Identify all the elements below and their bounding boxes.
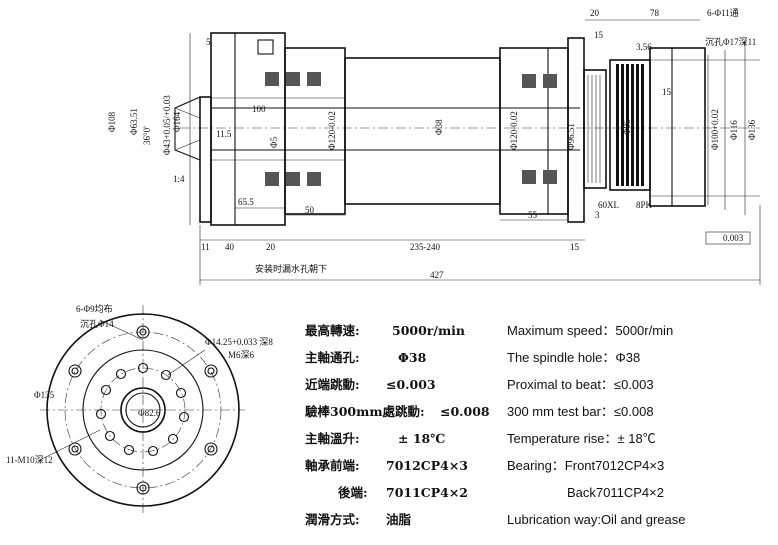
bore-circle (120, 387, 166, 433)
dim-bot-235: 235-240 (410, 242, 440, 252)
tolerance-value: 0.003 (723, 233, 744, 243)
spec-en-3: 300 mm test bar：≤0.008 (507, 404, 654, 419)
spec-en-6: Back7011CP4×2 (567, 485, 664, 500)
dim-d100: Φ100+0.02 (710, 109, 720, 150)
flange-notch (257, 39, 274, 55)
dim-55: 55 (528, 210, 538, 220)
dim-bot-40: 40 (225, 242, 235, 252)
dim-d63: Φ63.51 (129, 108, 139, 135)
bore-inner (125, 392, 161, 428)
spec-cn-label-5: 軸承前端: (305, 458, 360, 473)
dim-d95: Φ95 (622, 119, 632, 135)
dim-15b: 15 (662, 87, 672, 97)
inner-circle (82, 349, 204, 471)
inner-holes (95, 362, 190, 457)
dim-d120b: Φ120-0.02 (509, 111, 519, 150)
rear-cap (649, 47, 706, 207)
front-note-2: 沉孔Φ14 (80, 319, 114, 329)
dim-total: 427 (430, 270, 444, 280)
taper-line-1 (174, 107, 201, 119)
tolerance-frame (705, 231, 751, 245)
dim-d164: Φ164 (172, 111, 182, 132)
dim-15c: 15 (570, 242, 580, 252)
flange-outer-circle (46, 313, 240, 507)
spec-en-1: The spindle hole：Φ38 (507, 350, 640, 365)
spec-cn-label-3: 驗棒300mm處跳動: (305, 404, 425, 419)
spec-en-2: Proximal to beat：≤0.003 (507, 377, 654, 392)
spec-cn-value-4: ± 18℃ (398, 431, 445, 446)
dim-3: 3 (595, 210, 600, 220)
dim-taper-angle: 36°0' (142, 126, 152, 145)
dim-50: 50 (305, 205, 315, 215)
timing-pulley (583, 69, 607, 189)
side-view: Φ164 Φ108 Φ63.51 36°0' Φ43+0.05/+0.03 Φ5… (107, 8, 761, 285)
hole-note-2: 沉孔Φ17深11 (705, 37, 756, 47)
dim-d116: Φ116 (729, 120, 739, 140)
spec-cn-label-1: 主軸通孔: (305, 350, 360, 365)
spec-en-0: Maximum speed：5000r/min (507, 323, 673, 338)
spec-cn-value-5: 7012CP4×3 (386, 458, 468, 473)
front-note-4: M6深6 (228, 350, 255, 360)
spec-cn-label-6: 後端: (338, 485, 368, 500)
dim-bot-11: 11 (201, 242, 210, 252)
rear-bearings (522, 74, 557, 184)
spec-en-7: Lubrication way:Oil and grease (507, 512, 686, 527)
nose-step (199, 96, 212, 223)
pk-grooves (616, 64, 644, 186)
dim-78: 78 (650, 8, 660, 18)
front-note-3: Φ14.25+0.033 深8 (205, 337, 273, 347)
dim-100: 100 (252, 104, 266, 114)
spec-cn-label-0: 最高轉速: (305, 323, 360, 338)
spec-en-4: Temperature rise：± 18℃ (507, 431, 656, 446)
dim-5: 5 (206, 37, 211, 47)
front-bearings (265, 72, 321, 186)
spec-en-5: Bearing：Front7012CP4×3 (507, 458, 664, 473)
dim-20-top: 20 (590, 8, 600, 18)
dim-d108: Φ108 (107, 111, 117, 132)
pitch-circle (64, 331, 222, 489)
dimension-lines (189, 19, 761, 285)
spindle-nose-taper (174, 96, 201, 161)
front-note-1: 6-Φ9均布 (76, 303, 113, 314)
spec-cn-label-4: 主軸溫升: (305, 431, 360, 446)
dim-d5: Φ5 (269, 136, 279, 148)
leader-3 (39, 429, 101, 461)
front-view: 6-Φ9均布 沉孔Φ14 Φ14.25+0.033 深8 M6深6 Φ135 1… (6, 303, 273, 515)
dim-d38: Φ38 (434, 119, 444, 135)
dim-11-5: 11.5 (216, 129, 232, 139)
spec-cn-label-7: 潤滑方式: (305, 512, 360, 527)
spec-table: 最高轉速: 5000r/min Maximum speed：5000r/min … (305, 323, 686, 527)
dim-d96: Φ96.51 (566, 123, 576, 150)
hole-note-1: 6-Φ11通 (707, 8, 739, 18)
spec-cn-value-7: 油脂 (386, 512, 412, 527)
dim-65-5: 65.5 (238, 197, 254, 207)
leader-2 (167, 349, 206, 376)
spec-cn-value-0: 5000r/min (392, 323, 465, 338)
taper-line-2 (174, 139, 201, 151)
spec-cn-value-2: ≤0.003 (386, 377, 436, 392)
outer-holes (68, 325, 218, 495)
belt-60xl: 60XL (598, 200, 619, 210)
spec-cn-label-2: 近端跳動: (305, 377, 360, 392)
dim-d120a: Φ120-0.02 (327, 111, 337, 150)
dim-3-56: 3.56 (636, 42, 652, 52)
spec-cn-value-3: ≤0.008 (440, 404, 490, 419)
leader-1 (99, 319, 144, 341)
spec-cn-value-6: 7011CP4×2 (386, 485, 468, 500)
front-d135: Φ135 (34, 390, 55, 400)
middle-housing (344, 57, 501, 205)
water-hole-note: 安装时漏水孔朝下 (255, 263, 327, 274)
dim-d43: Φ43+0.05/+0.03 (162, 95, 172, 155)
dim-ratio: 1:4 (173, 174, 185, 184)
front-note-5: 11-M10深12 (6, 455, 53, 465)
spec-cn-value-1: Φ38 (398, 350, 427, 365)
dim-15a: 15 (594, 30, 604, 40)
dim-d136: Φ136 (747, 119, 757, 140)
belt-8pk: 8PK (636, 200, 653, 210)
front-d82: Φ82.6 (138, 408, 161, 418)
pulley-teeth (587, 75, 601, 183)
dim-bot-20: 20 (266, 242, 276, 252)
